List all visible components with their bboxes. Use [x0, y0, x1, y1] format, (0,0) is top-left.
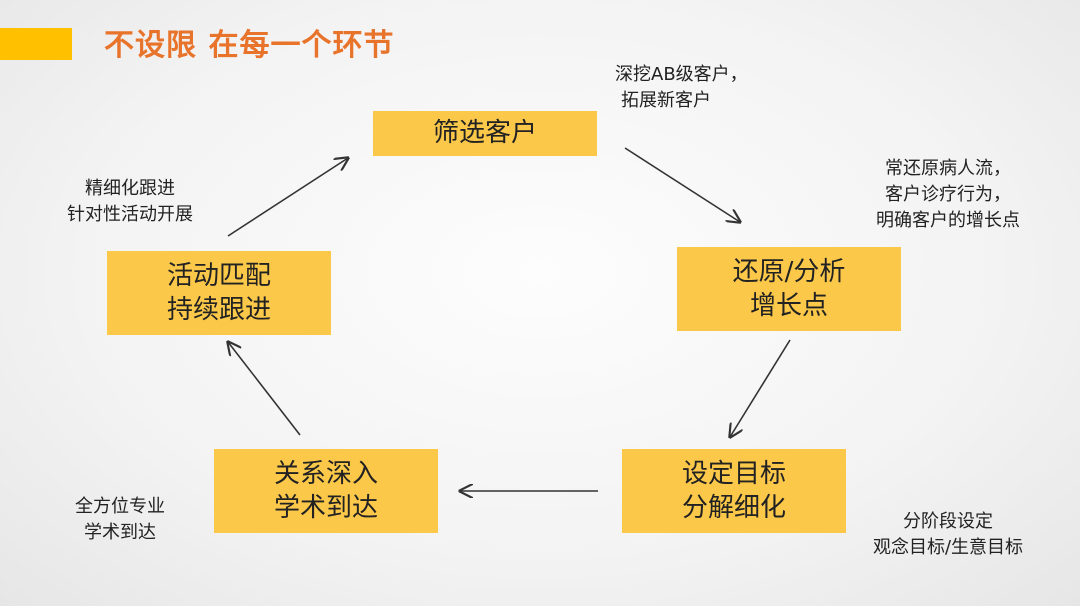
arrow-screen-to-restore [624, 147, 740, 222]
note-bottom-right: 分阶段设定 观念目标/生意目标 [872, 511, 1024, 559]
box-activity-match: 活动匹配 持续跟进 [107, 251, 331, 335]
title-accent-bar [0, 28, 72, 60]
note-top-right: 深挖AB级客户， 拓展新客户 [615, 64, 748, 112]
note-right: 常还原病人流， 客户诊疗行为， 明确客户的增长点 [876, 158, 1020, 232]
note-bottom-left: 全方位专业 学术到达 [75, 496, 165, 544]
box-set-target: 设定目标 分解细化 [622, 449, 846, 533]
box-relationship: 关系深入 学术到达 [214, 449, 438, 533]
arrow-activity-to-screen [227, 158, 348, 237]
page-title: 不设限 在每一个环节 [104, 28, 395, 63]
box-restore-analyze: 还原/分析 增长点 [677, 247, 901, 331]
arrow-relation-to-activity [228, 342, 301, 436]
arrow-restore-to-target [730, 339, 791, 437]
box-screen-customers: 筛选客户 [373, 111, 597, 156]
note-top-left: 精细化跟进 针对性活动开展 [67, 178, 193, 226]
